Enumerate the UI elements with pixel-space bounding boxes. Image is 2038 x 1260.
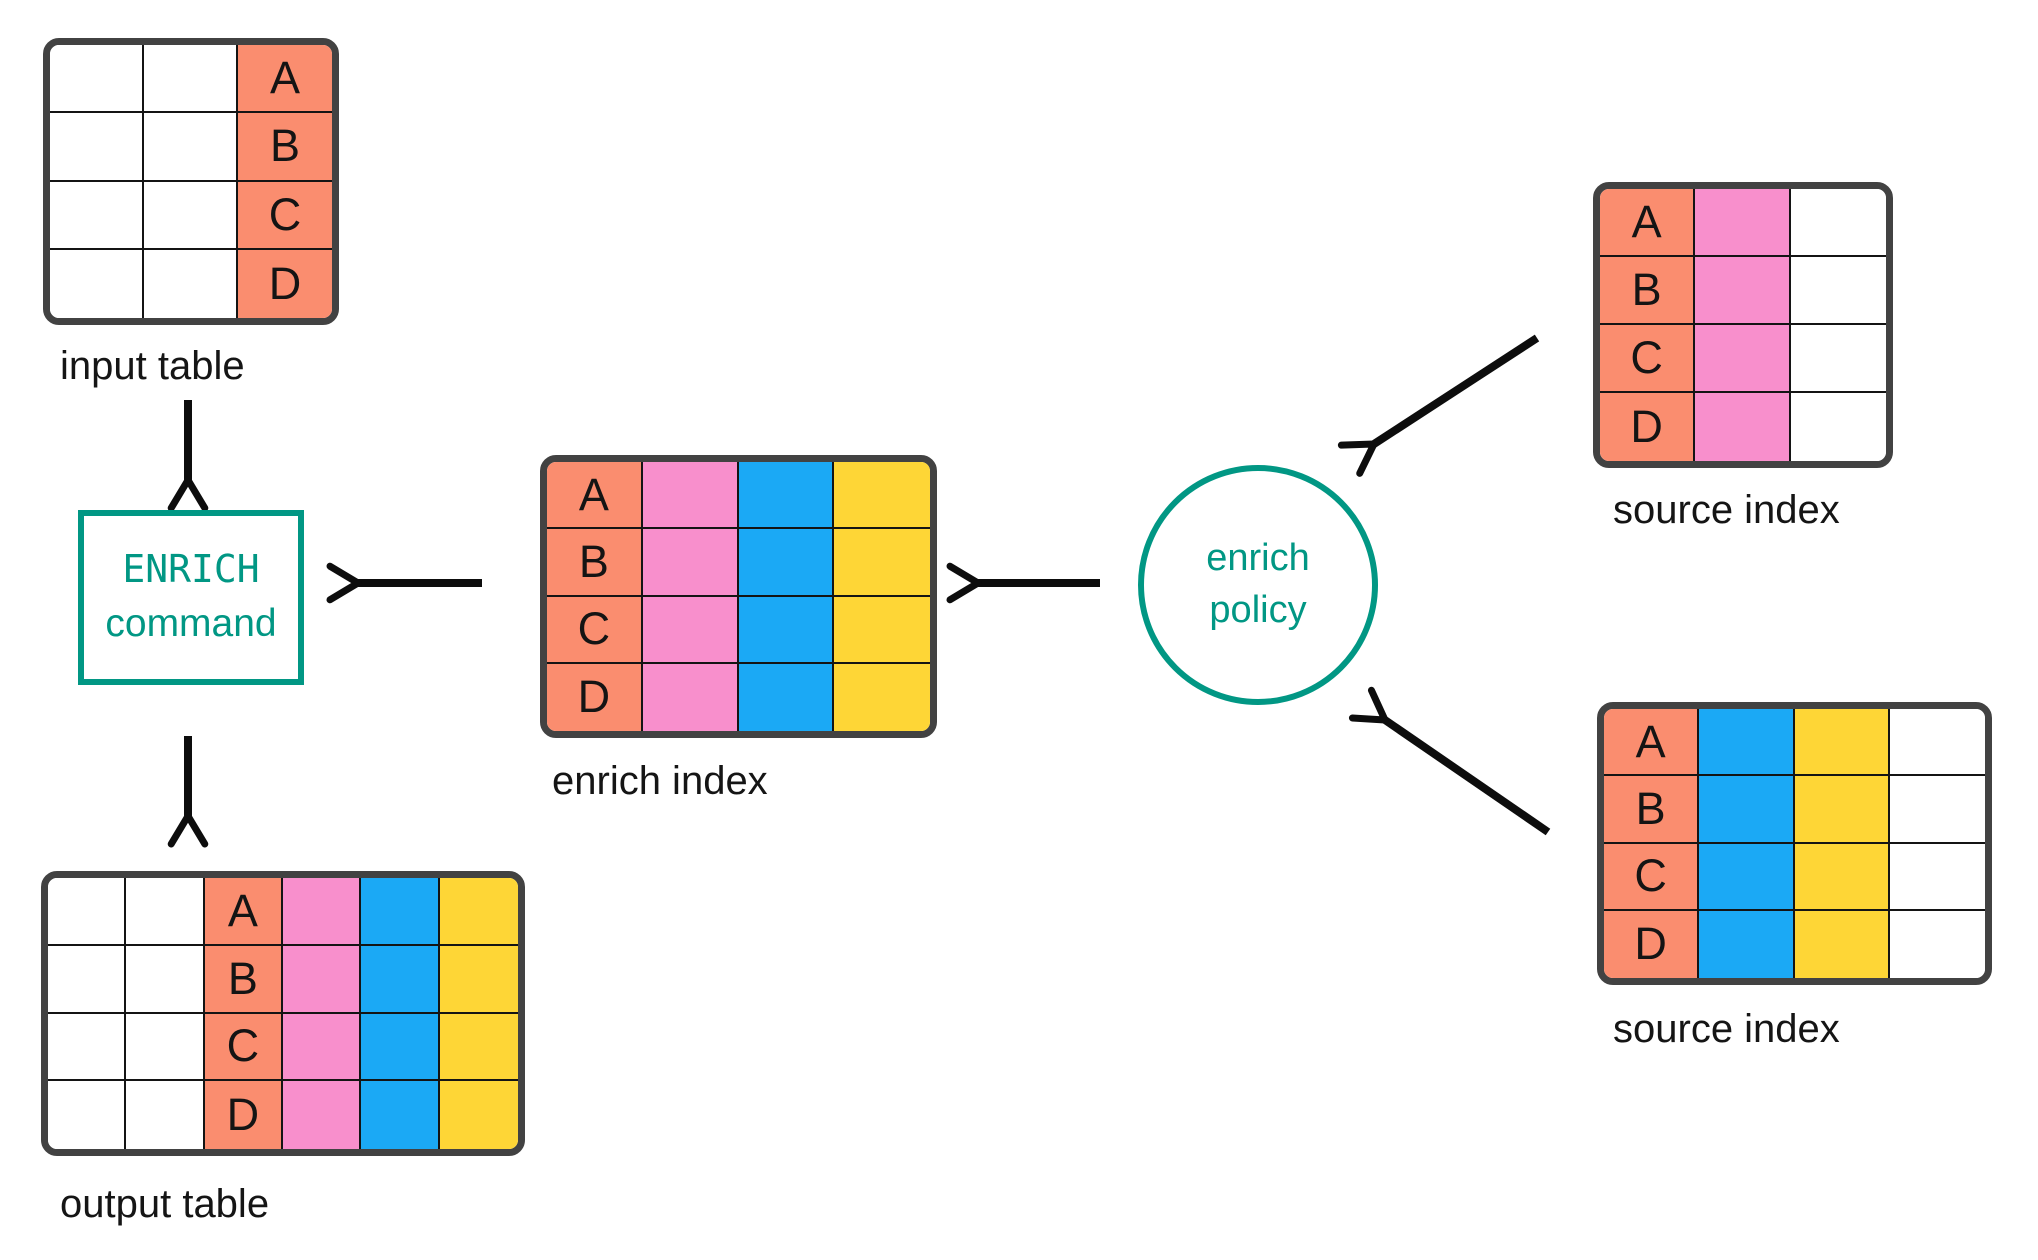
table-cell: C	[1600, 325, 1696, 393]
table-cell	[738, 596, 835, 664]
table-cell	[283, 878, 362, 946]
arrow-source-bottom-to-policy	[1348, 686, 1551, 836]
table-cell	[834, 462, 930, 530]
input-table-label: input table	[60, 344, 245, 388]
source-index-bottom-label: source index	[1613, 1007, 1840, 1051]
table-cell	[1794, 910, 1890, 978]
table-cell	[738, 663, 835, 731]
table-cell	[283, 945, 362, 1014]
enrich-policy-line2: policy	[1209, 589, 1307, 631]
table-cell	[1695, 325, 1791, 393]
table-cell	[283, 1081, 362, 1149]
table-cell: B	[238, 113, 332, 182]
table-cell	[1889, 709, 1985, 777]
table-cell: B	[1604, 776, 1700, 844]
table-cell	[50, 113, 144, 182]
table-cell	[1889, 776, 1985, 844]
table-cell	[126, 1013, 205, 1082]
table-cell: C	[204, 1013, 283, 1082]
table-cell	[1794, 843, 1890, 911]
table-cell: A	[1600, 189, 1696, 257]
enrich-command-box: ENRICH command	[78, 510, 304, 685]
enrich-index-label: enrich index	[552, 759, 768, 803]
table-cell	[834, 529, 930, 597]
table-cell	[642, 462, 739, 530]
table-cell: D	[547, 663, 643, 731]
table-cell	[439, 1013, 518, 1082]
table-cell: B	[1600, 257, 1696, 325]
table-cell	[126, 878, 205, 946]
table-cell	[48, 1013, 127, 1082]
arrow-source-top-to-policy	[1337, 334, 1540, 477]
enrich-command-word: command	[105, 601, 277, 645]
table-cell	[1695, 189, 1791, 257]
table-cell: A	[547, 462, 643, 530]
table-cell	[1794, 776, 1890, 844]
table-cell: C	[238, 181, 332, 250]
table-cell	[283, 1013, 362, 1082]
enrich-policy-line1: enrich	[1206, 537, 1310, 580]
table-cell: B	[547, 529, 643, 597]
table-cell: C	[1604, 843, 1700, 911]
table-cell	[48, 945, 127, 1014]
table-cell	[642, 596, 739, 664]
table-cell: D	[204, 1081, 283, 1149]
table-cell	[642, 663, 739, 731]
table-cell	[126, 1081, 205, 1149]
table-cell	[1790, 325, 1886, 393]
table-cell	[126, 945, 205, 1014]
source-index-top-label: source index	[1613, 488, 1840, 532]
table-cell	[361, 1013, 440, 1082]
table-cell: D	[238, 249, 332, 318]
table-cell	[361, 945, 440, 1014]
table-cell: D	[1600, 393, 1696, 461]
table-cell: A	[1604, 709, 1700, 777]
table-cell	[834, 596, 930, 664]
table-cell	[1695, 393, 1791, 461]
table-cell	[1889, 910, 1985, 978]
table-cell	[738, 529, 835, 597]
enrich-policy-circle: enrich policy	[1138, 465, 1378, 705]
table-cell	[361, 878, 440, 946]
table-cell	[50, 45, 144, 114]
table-cell: A	[204, 878, 283, 946]
table-cell	[1790, 189, 1886, 257]
table-cell	[361, 1081, 440, 1149]
table-cell: D	[1604, 910, 1700, 978]
table-cell: A	[238, 45, 332, 114]
table-cell	[50, 181, 144, 250]
table-cell	[642, 529, 739, 597]
table-cell	[1699, 843, 1795, 911]
table-cell: C	[547, 596, 643, 664]
output-table-label: output table	[60, 1182, 270, 1226]
table-cell	[144, 45, 238, 114]
table-cell	[439, 1081, 518, 1149]
table-cell	[144, 181, 238, 250]
table-cell	[1790, 393, 1886, 461]
table-cell	[50, 249, 144, 318]
table-cell	[439, 878, 518, 946]
table-cell: B	[204, 945, 283, 1014]
table-cell	[144, 113, 238, 182]
table-cell	[144, 249, 238, 318]
table-cell	[738, 462, 835, 530]
table-cell	[1889, 843, 1985, 911]
table-cell	[1790, 257, 1886, 325]
table-cell	[1699, 776, 1795, 844]
enrich-command-keyword: ENRICH	[122, 547, 260, 592]
table-cell	[1699, 910, 1795, 978]
table-cell	[1699, 709, 1795, 777]
table-cell	[48, 1081, 127, 1149]
table-cell	[439, 945, 518, 1014]
table-cell	[834, 663, 930, 731]
table-cell	[1794, 709, 1890, 777]
table-cell	[48, 878, 127, 946]
table-cell	[1695, 257, 1791, 325]
